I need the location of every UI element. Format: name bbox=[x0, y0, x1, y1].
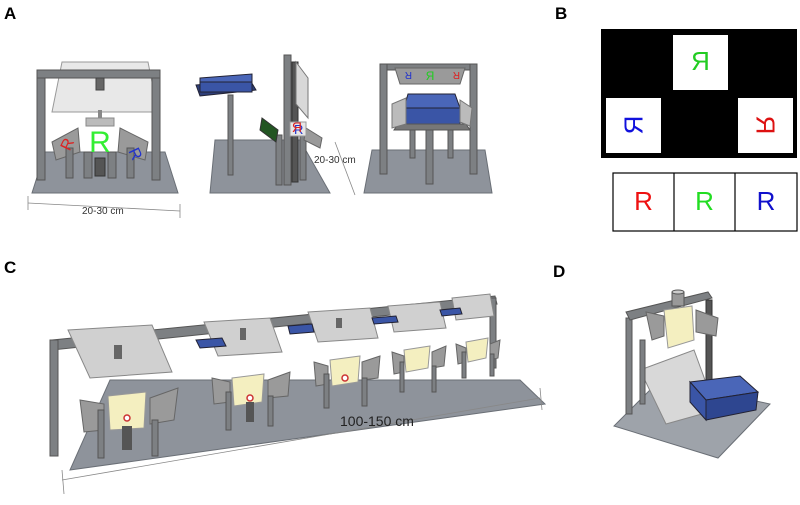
panel-a-setup-front bbox=[27, 61, 181, 218]
panel-b-row-letter-blue: R bbox=[756, 186, 776, 216]
panel-c-array bbox=[49, 293, 547, 495]
panel-a-rear-red-r: R bbox=[453, 69, 460, 80]
panel-b-row-letter-green: R bbox=[695, 186, 714, 216]
panel-b-letter-row bbox=[612, 172, 798, 232]
panel-b-screen-layout bbox=[601, 29, 798, 232]
panel-d-setup bbox=[613, 289, 771, 459]
panel-label-a: A bbox=[4, 4, 17, 23]
panel-a-side-red-r: R bbox=[292, 119, 302, 135]
panel-label-d: D bbox=[553, 262, 566, 281]
panel-label-c: C bbox=[4, 258, 17, 277]
panel-b-row-letter-red: R bbox=[634, 186, 653, 216]
panel-b-right-cell bbox=[738, 98, 793, 153]
panel-b-right-letter: R bbox=[750, 115, 781, 135]
panel-label-b: B bbox=[555, 4, 568, 23]
panel-a-green-r: R bbox=[89, 126, 111, 159]
panel-b-left-letter: R bbox=[618, 115, 649, 135]
panel-b-top-letter: R bbox=[691, 46, 710, 76]
panel-b-top-cell bbox=[673, 35, 728, 90]
panel-a-width-label: 20-30 cm bbox=[82, 206, 124, 217]
panel-a-rear-green-r: R bbox=[425, 69, 434, 83]
panel-b-left-cell bbox=[606, 98, 661, 153]
panel-a-setup-rear bbox=[363, 63, 493, 194]
panel-a-side-blue-r: R bbox=[294, 122, 303, 137]
panel-a-depth-label: 20-30 cm bbox=[314, 155, 356, 166]
panel-c-length-label: 100-150 cm bbox=[340, 413, 414, 429]
panel-a-setup-side bbox=[195, 54, 356, 196]
panel-a-rear-blue-r: R bbox=[405, 69, 412, 80]
